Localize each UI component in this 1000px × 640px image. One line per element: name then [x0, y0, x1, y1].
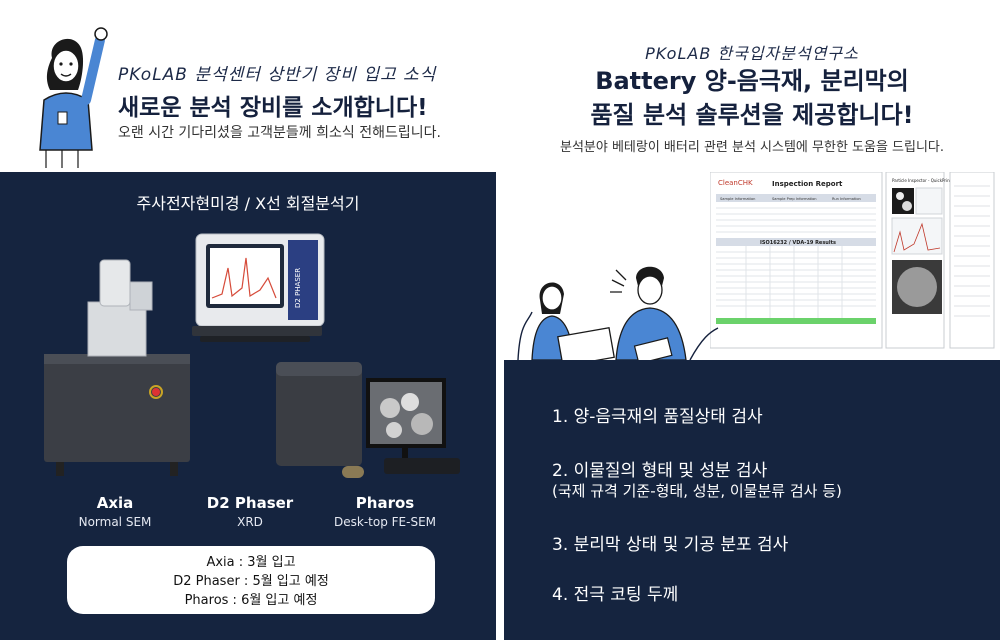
left-header: PKoLAB 분석센터 상반기 장비 입고 소식 새로운 분석 장비를 소개합니… [0, 0, 496, 172]
left-title: 새로운 분석 장비를 소개합니다! [118, 95, 428, 121]
d2-phaser-machine-label: D2 PHASER [294, 268, 302, 308]
report-logo: CleanCHK [718, 179, 753, 187]
equipment-label-pharos: Pharos Desk-top FE-SEM [310, 494, 460, 529]
equipment-desc: XRD [237, 515, 263, 529]
schedule-line: D2 Phaser : 5월 입고 예정 [173, 574, 329, 589]
pharos-fe-sem-machine [276, 362, 460, 478]
equipment-name: D2 Phaser [206, 494, 294, 512]
right-title-line2: 품질 분석 솔루션을 제공합니다! [590, 101, 914, 129]
workers-discussing-illustration [517, 266, 719, 362]
right-subtitle: 분석분야 베테랑이 배터리 관련 분석 시스템에 무한한 도움을 드립니다. [559, 140, 945, 155]
right-title-line1: Battery 양-음극재, 분리막의 [595, 67, 909, 95]
report-side-title: Particle Inspector - QuickPrint Report [892, 178, 966, 183]
analysis-item-3: 3. 분리막 상태 및 기공 분포 검사 [552, 535, 789, 555]
analysis-item-1: 1. 양-음극재의 품질상태 검사 [552, 407, 763, 427]
schedule-line: Axia : 3월 입고 [206, 555, 296, 570]
schedule-line: Pharos : 6월 입고 예정 [184, 593, 318, 608]
equipment-desc: Desk-top FE-SEM [334, 515, 436, 529]
analysis-item-2: 2. 이물질의 형태 및 성분 검사 [552, 461, 768, 481]
right-panel: PKoLAB 한국입자분석연구소 Battery 양-음극재, 분리막의 품질 … [504, 0, 1000, 640]
left-handwritten-title: PKoLAB 분석센터 상반기 장비 입고 소식 [118, 65, 437, 85]
report-results-title: ISO16232 / VDA-19 Results [760, 240, 836, 246]
arrival-schedule-box: Axia : 3월 입고 D2 Phaser : 5월 입고 예정 Pharos… [67, 546, 435, 614]
equipment-section-title: 주사전자현미경 / X선 회절분석기 [136, 194, 360, 213]
d2-phaser-xrd-machine: D2 PHASER [192, 233, 325, 342]
inspection-report-image: CleanCHK Inspection Report Sample Inform… [710, 172, 995, 349]
left-subtitle: 오랜 시간 기다리셨을 고객분들께 희소식 전해드립니다. [118, 125, 441, 141]
analysis-item-2-detail: (국제 규격 기준-형태, 성분, 이물분류 검사 등) [552, 482, 842, 500]
report-col-header: Sample Information [720, 197, 755, 201]
right-analysis-section [504, 360, 1000, 640]
equipment-label-d2-phaser: D2 Phaser XRD [175, 494, 325, 529]
equipment-label-axia: Axia Normal SEM [40, 494, 190, 529]
right-title: Battery 양-음극재, 분리막의 품질 분석 솔루션을 제공합니다! [504, 64, 1000, 132]
equipment-desc: Normal SEM [78, 515, 152, 529]
right-header: PKoLAB 한국입자분석연구소 Battery 양-음극재, 분리막의 품질 … [504, 0, 1000, 362]
report-title: Inspection Report [772, 180, 843, 188]
report-col-header: Run Information [832, 197, 861, 201]
equipment-name: Pharos [355, 494, 415, 512]
axia-sem-machine [44, 259, 190, 476]
report-col-header: Sample Prep Information [772, 197, 817, 201]
analysis-item-4: 4. 전극 코팅 두께 [552, 585, 679, 605]
panel-divider [496, 0, 504, 640]
woman-cheering-illustration [39, 27, 108, 168]
equipment-name: Axia [96, 494, 134, 512]
right-handwritten-title: PKoLAB 한국입자분석연구소 [645, 44, 859, 63]
left-panel: PKoLAB 분석센터 상반기 장비 입고 소식 새로운 분석 장비를 소개합니… [0, 0, 496, 640]
